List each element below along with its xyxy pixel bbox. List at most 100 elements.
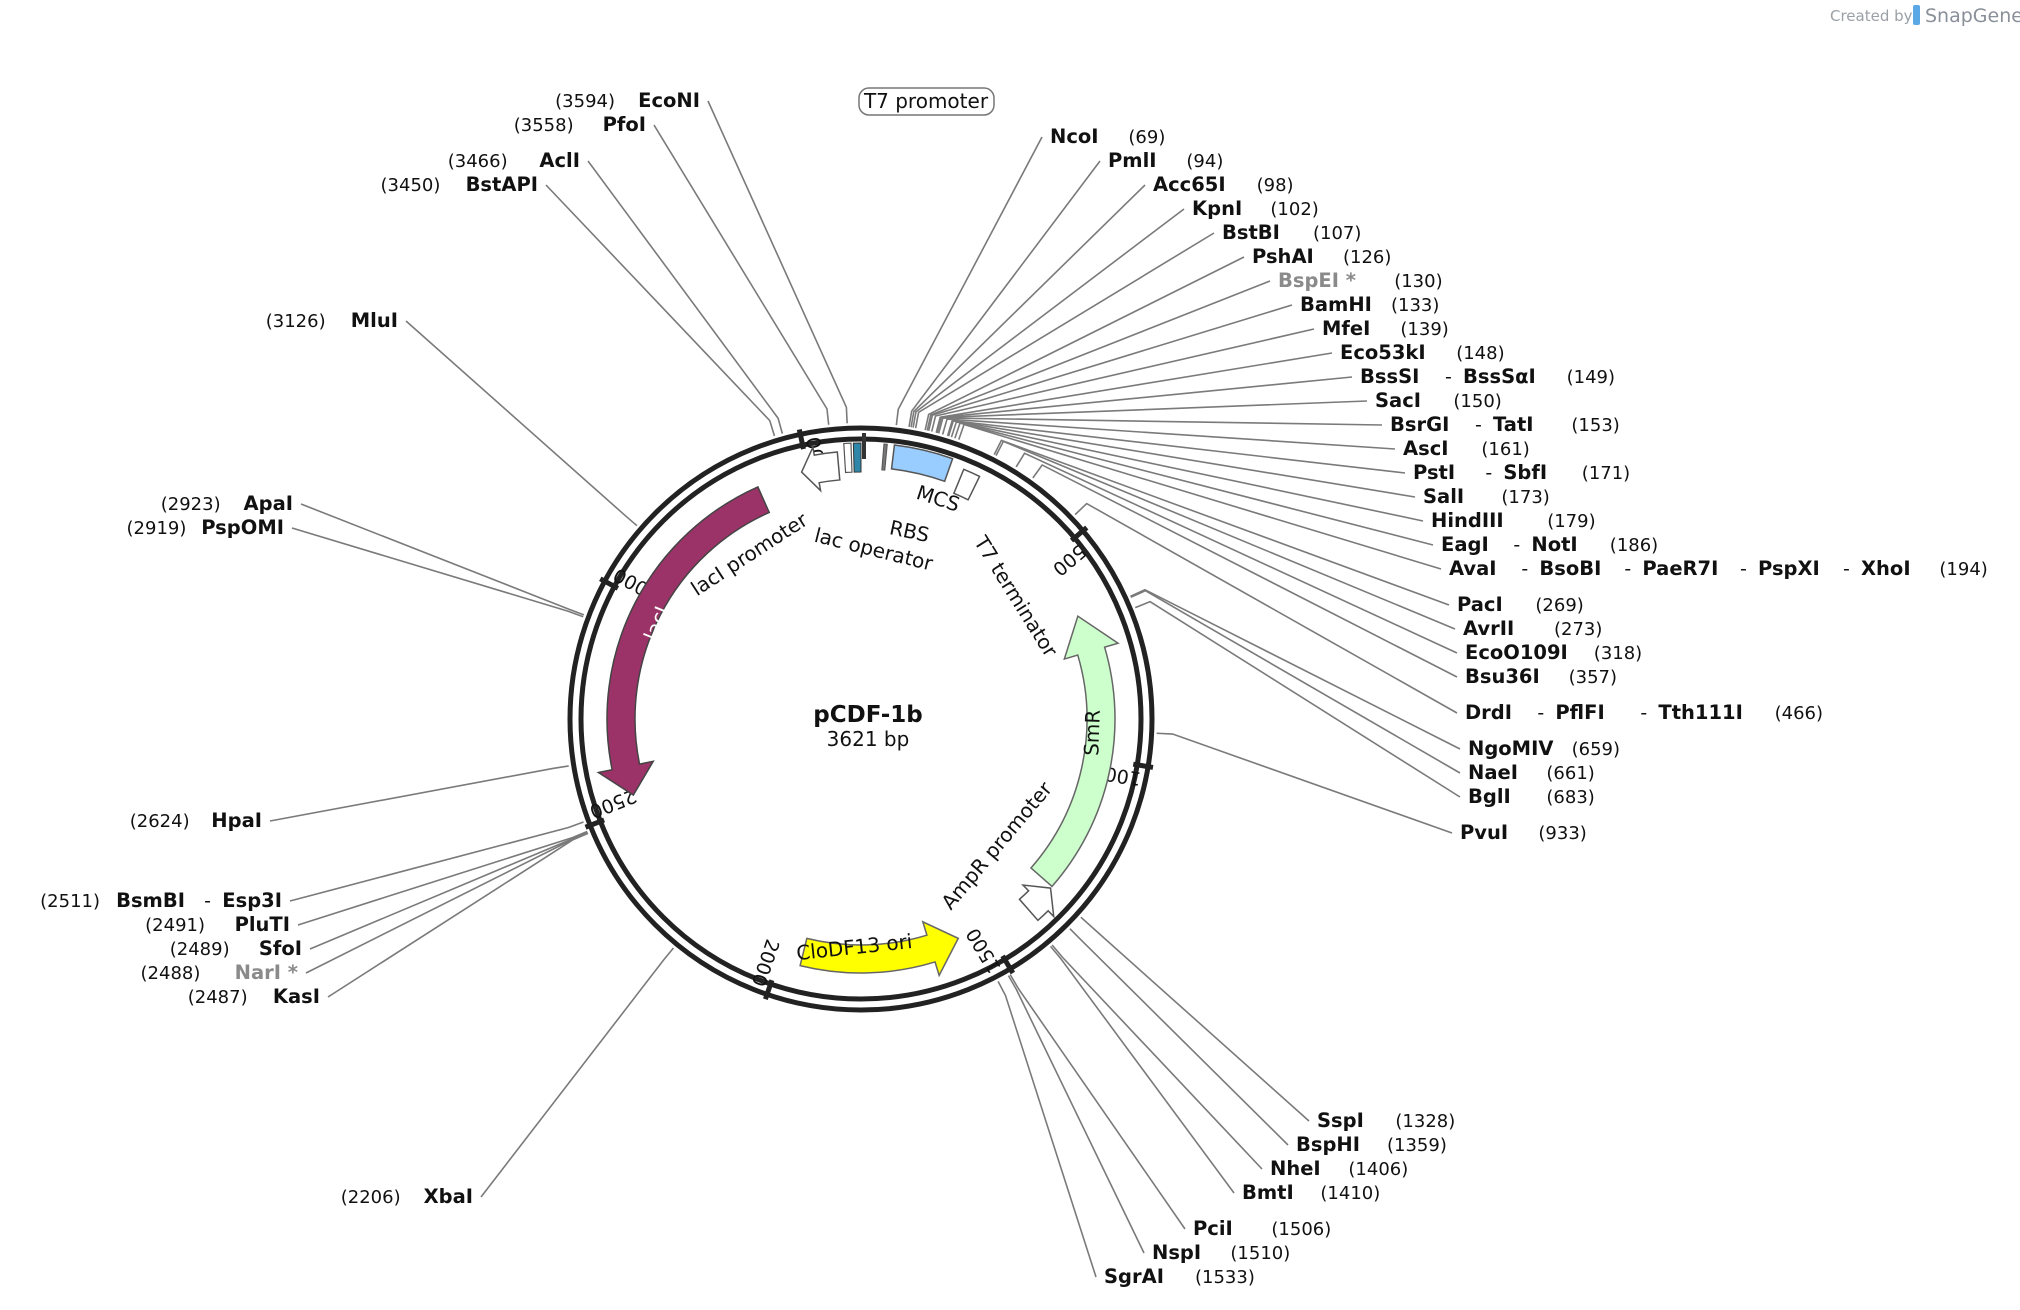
site-pspomi[interactable]: PspOMI (2919) [127, 516, 284, 539]
site-bsrgi[interactable]: BsrGI-TatI(153) [1390, 413, 1620, 436]
site-bsu36i[interactable]: Bsu36I(357) [1465, 665, 1617, 688]
site-hindiii[interactable]: HindIII(179) [1431, 509, 1596, 532]
site-name: PaeR7I [1642, 557, 1718, 580]
site-bgli[interactable]: BglI(683) [1468, 785, 1595, 808]
site-name: MluI [351, 309, 398, 332]
leader-line [947, 420, 1416, 498]
site-pluti[interactable]: PluTI(2491) [145, 913, 290, 936]
site-nhei[interactable]: NheI(1406) [1270, 1157, 1408, 1180]
site-pvui[interactable]: PvuI(933) [1460, 821, 1587, 844]
site-separator: - [1843, 558, 1850, 580]
site-bsssi[interactable]: BssSI-BssSαI(149) [1360, 365, 1615, 388]
leader-line [993, 439, 1450, 606]
site-ncoi[interactable]: NcoI(69) [1050, 125, 1165, 148]
site-avai[interactable]: AvaI-BsoBI-PaeR7I-PspXI-XhoI(194) [1449, 557, 1988, 580]
site-position: (1506) [1271, 1219, 1331, 1240]
features [596, 433, 1120, 978]
leader-line [935, 376, 1353, 434]
site-ecoo109i[interactable]: EcoO109I(318) [1465, 641, 1642, 664]
site-bstapi[interactable]: BstAPI (3450) [381, 173, 538, 196]
site-position: (194) [1939, 559, 1987, 580]
leader-line [309, 831, 588, 950]
site-name: AclI [539, 149, 580, 172]
site-pshai[interactable]: PshAI(126) [1252, 245, 1391, 268]
site-position: (69) [1128, 127, 1165, 148]
site-mfei[interactable]: MfeI(139) [1322, 317, 1449, 340]
site-sspi[interactable]: SspI(1328) [1317, 1109, 1455, 1132]
site-name: BmtI [1242, 1181, 1294, 1204]
t7-promoter-mark [862, 433, 866, 459]
site-position: (933) [1538, 823, 1586, 844]
leader-line [895, 136, 1043, 426]
leader-line [269, 765, 569, 822]
site-apai[interactable]: ApaI(2923) [161, 492, 293, 515]
site-eagi[interactable]: EagI-NotI(186) [1441, 533, 1658, 556]
site-position: (318) [1594, 643, 1642, 664]
site-econi[interactable]: EcoNI(3594) [555, 89, 700, 112]
site-separator: - [1740, 558, 1747, 580]
site-bspei[interactable]: BspEI *(130) [1278, 269, 1443, 292]
site-psti[interactable]: PstI-SbfI(171) [1413, 461, 1630, 484]
site-nspi[interactable]: NspI(1510) [1152, 1241, 1290, 1264]
site-separator: - [1521, 558, 1528, 580]
site-position: (2624) [130, 811, 190, 832]
site-mlui[interactable]: MluI(3126) [266, 309, 398, 332]
leader-line [912, 208, 1185, 428]
site-kpni[interactable]: KpnI(102) [1192, 197, 1319, 220]
site-pcii[interactable]: PciI(1506) [1193, 1217, 1331, 1240]
leader-line [653, 124, 830, 425]
site-separator: - [1513, 534, 1520, 556]
site-name: Eco53kI [1340, 341, 1426, 364]
site-position: (3450) [381, 175, 441, 196]
site-name: BsrGI [1390, 413, 1449, 436]
leader-line [297, 830, 588, 926]
site-ngomiv[interactable]: NgoMIV(659) [1468, 737, 1620, 760]
leader-line [1015, 452, 1458, 654]
site-name: SgrAI [1104, 1265, 1164, 1288]
site-bstbi[interactable]: BstBI(107) [1222, 221, 1361, 244]
site-position: (2919) [127, 518, 187, 539]
tick-3000 [599, 576, 620, 591]
site-bamhi[interactable]: BamHI(133) [1300, 293, 1439, 316]
tick-1500 [1000, 954, 1016, 975]
site-position: (171) [1582, 463, 1630, 484]
site-name: SspI [1317, 1109, 1364, 1132]
site-xbai[interactable]: XbaI(2206) [341, 1185, 473, 1208]
site-acc65i[interactable]: Acc65I(98) [1153, 173, 1294, 196]
site-name: BspHI [1296, 1133, 1360, 1156]
site-kasi[interactable]: KasI(2487) [188, 985, 320, 1008]
credit-brand: SnapGene [1925, 5, 2020, 27]
site-hpai[interactable]: HpaI(2624) [130, 809, 262, 832]
leader-line [926, 280, 1271, 431]
site-position: (1359) [1387, 1135, 1447, 1156]
site-paci[interactable]: PacI(269) [1457, 593, 1584, 616]
site-bsphi[interactable]: BspHI (1359) [1296, 1133, 1447, 1156]
site-name: XhoI [1861, 557, 1911, 580]
site-bsmbi[interactable]: Esp3I-BsmBI(2511) [40, 889, 282, 912]
site-sali[interactable]: SalI(173) [1423, 485, 1550, 508]
site-position: (1410) [1320, 1183, 1380, 1204]
credit-prefix: Created by [1830, 7, 1913, 25]
t7-promoter-box [858, 87, 995, 116]
site-drdi[interactable]: DrdI-PflFI-Tth111I(466) [1465, 701, 1823, 724]
site-pmli[interactable]: PmlI(94) [1108, 149, 1223, 172]
laci-promoter-arrow [800, 444, 841, 493]
site-name: PspOMI [201, 516, 284, 539]
site-name: BglI [1468, 785, 1511, 808]
site-sfoi[interactable]: SfoI(2489) [170, 937, 302, 960]
site-naei[interactable]: NaeI(661) [1468, 761, 1595, 784]
site-nari[interactable]: NarI *(2488) [141, 961, 298, 984]
site-avrii[interactable]: AvrII(273) [1463, 617, 1602, 640]
site-pfoi[interactable]: PfoI(3558) [514, 113, 646, 136]
site-saci[interactable]: SacI(150) [1375, 389, 1502, 412]
site-sgrai[interactable]: SgrAI(1533) [1104, 1265, 1255, 1288]
leader-line [1009, 974, 1186, 1230]
site-position: (2491) [145, 915, 205, 936]
site-asci[interactable]: AscI(161) [1403, 437, 1530, 460]
site-eco53ki[interactable]: Eco53kI(148) [1340, 341, 1505, 364]
site-bmti[interactable]: BmtI (1410) [1242, 1181, 1380, 1204]
site-acli[interactable]: AclI(3466) [448, 149, 580, 172]
site-name: BstAPI [466, 173, 538, 196]
smr-arrow [1029, 614, 1120, 888]
site-name: SalI [1423, 485, 1464, 508]
